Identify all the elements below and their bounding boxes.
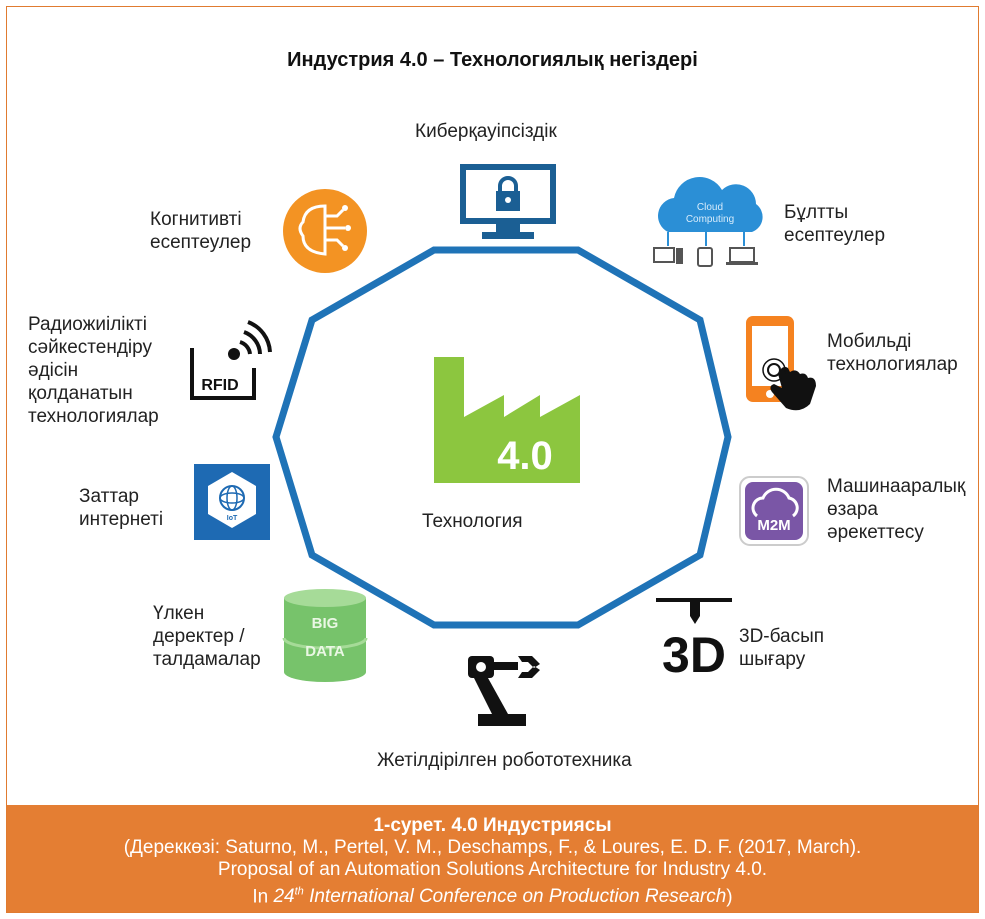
svg-text:BIG: BIG — [312, 615, 339, 632]
diagram-title: Индустрия 4.0 – Технологиялық негіздері — [287, 49, 698, 71]
cybersecurity-label: Киберқауіпсіздік — [415, 121, 557, 142]
robotics-label: Жетілдірілген робототехника — [377, 750, 632, 771]
svg-text:IoT: IoT — [227, 515, 238, 522]
iot-icon: IoT — [194, 464, 270, 540]
figure-caption: 1-сурет. 4.0 Индустриясы (Дереккөзі: Sat… — [7, 805, 978, 912]
caption-source-line-3: In 24th International Conference on Prod… — [252, 886, 733, 908]
robot-arm-icon — [468, 656, 540, 726]
factory-badge: 4.0 — [497, 434, 553, 478]
svg-text:3D: 3D — [662, 627, 726, 683]
3d-printer-icon: 3D — [656, 598, 732, 683]
mobile-phone-icon — [746, 316, 816, 411]
cloud-computing-icon: Cloud Computing — [653, 177, 763, 267]
big-data-icon: BIG DATA — [282, 589, 368, 682]
caption-title: 1-сурет. 4.0 Индустриясы — [373, 815, 612, 836]
figure-frame — [6, 6, 979, 913]
svg-text:Computing: Computing — [686, 214, 734, 225]
factory-4-0-icon: 4.0 — [434, 357, 580, 483]
svg-text:Cloud: Cloud — [697, 202, 723, 213]
caption-source-line-2: Proposal of an Automation Solutions Arch… — [217, 859, 768, 880]
brain-chip-icon — [283, 189, 367, 273]
locked-monitor-icon — [460, 164, 556, 239]
m2m-icon: M2M — [739, 476, 809, 546]
center-label: Технология — [422, 511, 523, 532]
caption-source-line-1: (Дереккөзі: Saturno, M., Pertel, V. M., … — [123, 837, 862, 858]
svg-text:DATA: DATA — [305, 643, 345, 660]
svg-text:M2M: M2M — [757, 517, 790, 534]
svg-text:RFID: RFID — [201, 377, 238, 394]
rfid-icon: RFID — [190, 320, 272, 400]
